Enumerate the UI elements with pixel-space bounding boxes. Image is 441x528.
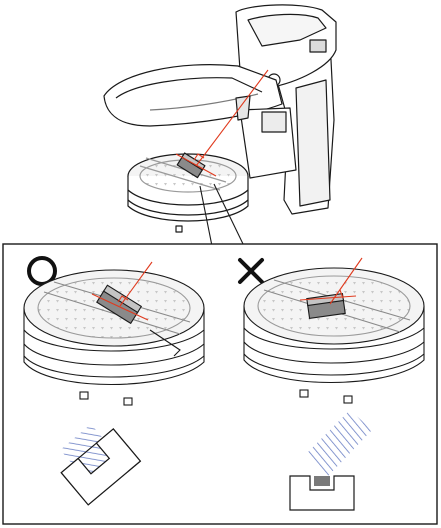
panel-correct — [23, 256, 205, 506]
microscope-illustration — [103, 4, 337, 233]
laser-line-top — [175, 69, 269, 177]
laser-line-incorrect — [299, 257, 363, 305]
sample-block-correct — [96, 284, 143, 325]
sample-block-top — [176, 152, 206, 179]
sample-block-incorrect — [306, 292, 346, 320]
laser-line-correct — [91, 261, 153, 321]
correct-mark-circle — [27, 256, 57, 286]
objective-lens — [235, 95, 251, 121]
cross-section-incorrect — [289, 410, 372, 511]
incorrect-mark-cross — [238, 258, 264, 284]
zoom-callout — [199, 183, 245, 247]
panel-incorrect — [238, 257, 425, 511]
cross-section-correct — [60, 424, 142, 506]
